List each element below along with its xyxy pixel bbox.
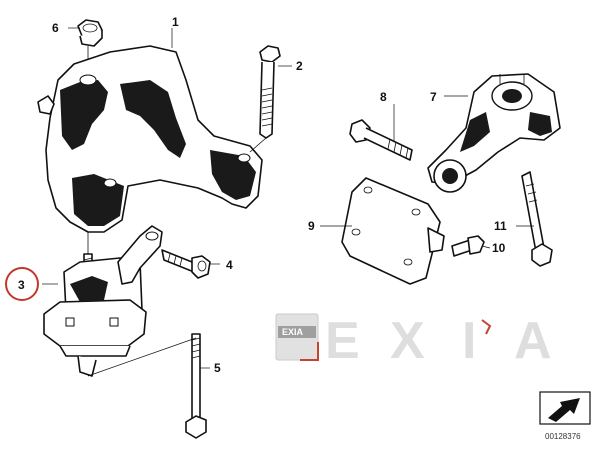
part-3-engine-mount xyxy=(43,225,163,377)
part-2-bolt xyxy=(249,45,281,153)
callout-4: 4 xyxy=(226,258,233,272)
part-4-bolt xyxy=(161,249,211,279)
watermark-accent xyxy=(300,342,319,361)
callout-2: 2 xyxy=(296,59,303,73)
callout-1: 1 xyxy=(172,15,179,29)
part-1-bracket xyxy=(37,45,263,258)
callouts: 1 2 3 4 5 6 7 8 9 10 11 xyxy=(5,15,507,375)
watermark: EXIA E X I A xyxy=(275,312,552,370)
part-10-small-bolt xyxy=(451,235,485,257)
callout-7: 7 xyxy=(430,90,437,104)
part-11-long-bolt xyxy=(521,171,553,267)
part-6-nut xyxy=(77,19,103,60)
callout-11: 11 xyxy=(494,219,507,233)
watermark-letter-i: I xyxy=(462,312,476,370)
watermark-letter-e: E xyxy=(325,312,360,370)
watermark-badge-text: EXIA xyxy=(282,327,304,337)
part-8-bolt xyxy=(349,119,413,161)
leader-lines xyxy=(42,27,534,377)
orientation-arrow-icon xyxy=(539,391,591,425)
highlight-circle xyxy=(5,267,39,301)
watermark-letter-x: X xyxy=(390,312,425,370)
callout-6: 6 xyxy=(52,21,59,35)
callout-9: 9 xyxy=(308,219,315,233)
watermark-letter-accent xyxy=(481,319,492,335)
callout-3: 3 xyxy=(18,278,25,292)
reference-number: 00128376 xyxy=(545,432,581,441)
callout-8: 8 xyxy=(380,90,387,104)
part-7-torque-rod xyxy=(427,73,561,193)
callout-5: 5 xyxy=(214,361,221,375)
part-9-plate xyxy=(341,177,445,285)
watermark-letter-a: A xyxy=(514,312,552,370)
watermark-badge-band xyxy=(278,326,316,338)
callout-10: 10 xyxy=(492,241,506,255)
part-5-long-bolt xyxy=(185,333,207,439)
